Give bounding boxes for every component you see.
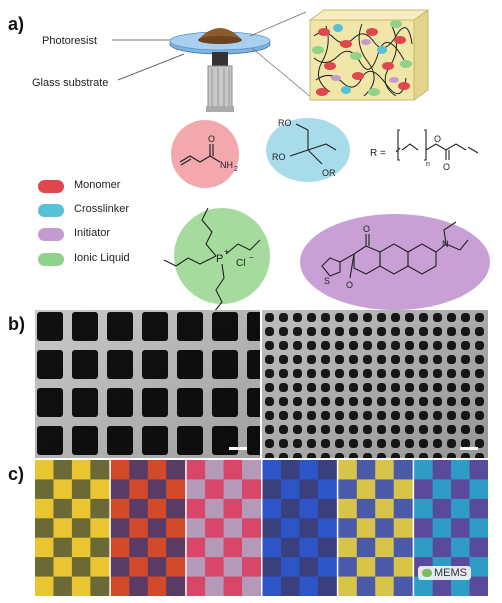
monomer-swatch <box>38 180 64 193</box>
watermark-badge: MEMS <box>418 566 471 580</box>
checkerboard-tile-3 <box>186 460 261 596</box>
monomer-nh2-sub: 2 <box>234 166 238 173</box>
initiator-o-top: O <box>363 224 370 234</box>
ionic-liquid-label: Ionic Liquid <box>74 252 130 264</box>
r-group-label: R = <box>370 148 386 159</box>
ionic-liquid-swatch <box>38 253 64 266</box>
crosslinker-label: Crosslinker <box>74 203 130 215</box>
r-group-n: n <box>426 161 430 168</box>
panel-a-letter: a) <box>8 14 25 34</box>
initiator-s: S <box>324 276 330 286</box>
initiator-bubble <box>300 214 490 310</box>
ionic-plus: + <box>224 247 229 256</box>
scale-bar-right <box>460 447 478 450</box>
r-group-o-bottom: O <box>443 162 450 172</box>
checkerboard-tile-2 <box>110 460 186 596</box>
monomer-nh2: NH <box>220 160 233 170</box>
r-group-o-top: O <box>434 134 441 144</box>
initiator-n: N <box>442 239 449 249</box>
initiator-swatch <box>38 228 64 241</box>
crosslinker-ro-left: RO <box>272 152 286 162</box>
glass-substrate-label: Glass substrate <box>32 77 109 89</box>
checkerboard-tile-5 <box>338 460 413 596</box>
scale-bar-left <box>229 447 247 450</box>
color-checkerboard-strip <box>35 460 488 596</box>
sem-image-hole-lattice <box>262 310 488 458</box>
ionic-liquid-bubble <box>174 208 270 304</box>
initiator-label: Initiator <box>74 227 111 239</box>
ionic-p: P <box>216 253 223 265</box>
watermark-text: MEMS <box>434 567 467 579</box>
monomer-bubble <box>171 120 239 188</box>
crosslinker-swatch <box>38 204 64 217</box>
printing-setup-illustration <box>112 9 430 112</box>
panel-c-letter: c) <box>8 464 25 484</box>
photoresist-label: Photoresist <box>42 35 98 47</box>
sem-image-square-lattice <box>35 310 260 458</box>
crosslinker-ro-top: RO <box>278 118 292 128</box>
crosslinker-or: OR <box>322 168 336 178</box>
monomer-o: O <box>208 134 215 144</box>
checkerboard-tile-1 <box>35 460 110 596</box>
ionic-cl: Cl <box>236 258 245 269</box>
ionic-minus: − <box>249 253 254 262</box>
chemical-structures: O NH 2 RO RO OR R = n O O P + Cl − <box>163 118 490 313</box>
monomer-label: Monomer <box>74 179 121 191</box>
panel-b-letter: b) <box>8 314 25 334</box>
wechat-icon <box>422 569 432 578</box>
initiator-o-bottom: O <box>346 280 353 290</box>
checkerboard-tile-4 <box>262 460 337 596</box>
